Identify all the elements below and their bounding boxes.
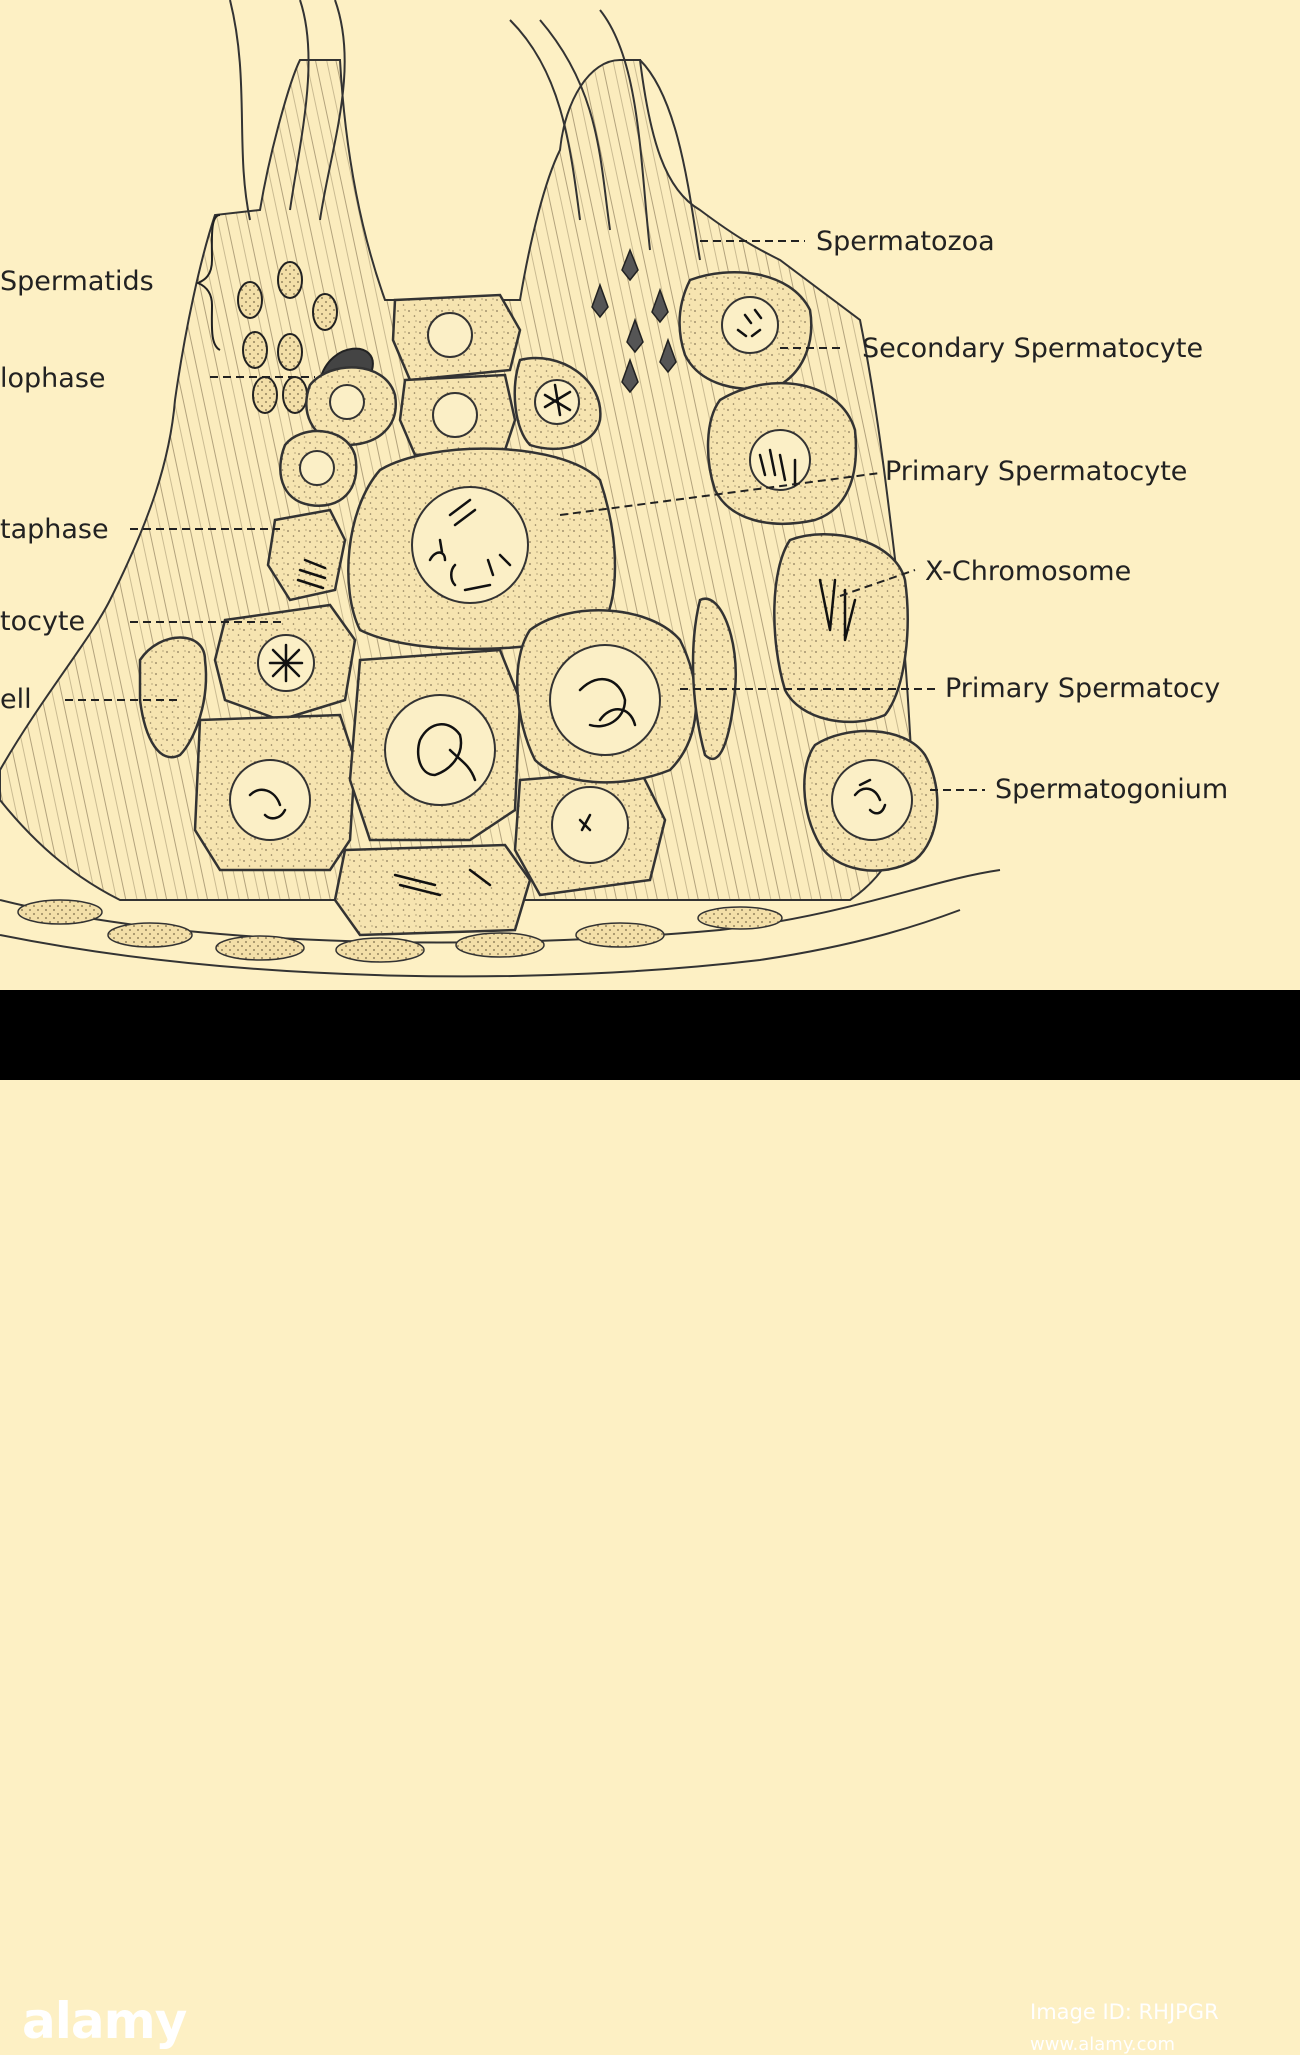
- label-cell-left: ell: [0, 684, 32, 715]
- label-primary-spermatocyte-1: Primary Spermatocyte: [885, 456, 1188, 487]
- leader-lines: [65, 240, 985, 791]
- label-secondary-spermatocyte: Secondary Spermatocyte: [862, 333, 1204, 364]
- watermark-brand: alamy: [22, 1992, 187, 2050]
- label-spermatogonium: Spermatogonium: [995, 774, 1229, 805]
- chromosomes: [248, 308, 887, 897]
- label-x-chromosome: X-Chromosome: [925, 556, 1132, 587]
- label-primary-spermatocyte-2: Primary Spermatocy: [945, 673, 1221, 704]
- sperm-tails: [229, 0, 701, 261]
- cell-bottom-4: [333, 843, 532, 937]
- watermark-image-id: Image ID: RHJPGR: [1030, 2000, 1219, 2024]
- label-metaphase: taphase: [0, 514, 109, 545]
- label-telophase: lophase: [0, 363, 106, 394]
- cell-sertoli-left: [138, 636, 208, 759]
- watermark-url: www.alamy.com: [1030, 2034, 1176, 2055]
- seminiferous-tubule-drawing: [0, 0, 1001, 978]
- histology-figure: Spermatids lophase taphase tocyte ell Sp…: [0, 0, 1300, 990]
- label-spermatozoa: Spermatozoa: [816, 226, 995, 257]
- cell-x-chromosome: [773, 533, 909, 724]
- watermark-footer: alamy Image ID: RHJPGR www.alamy.com: [0, 990, 1300, 2054]
- myoid-cells: [17, 899, 783, 963]
- spermatozoa-heads: [591, 247, 677, 394]
- cell-spindle-right: [691, 597, 737, 761]
- label-spermatocyte-left: tocyte: [0, 606, 86, 637]
- nuclei: [229, 296, 913, 864]
- spermatids-brace: [195, 214, 221, 351]
- label-spermatids: Spermatids: [0, 266, 154, 297]
